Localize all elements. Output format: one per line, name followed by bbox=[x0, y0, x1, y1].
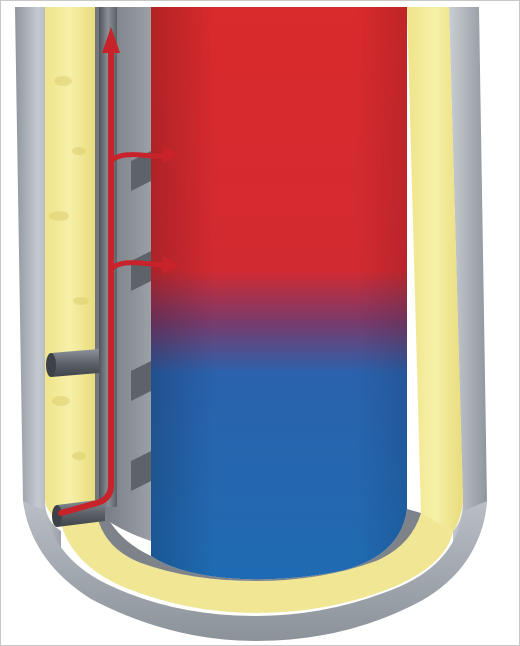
side-inlet-pipe bbox=[51, 349, 99, 377]
insulation-left bbox=[45, 7, 95, 523]
bottom-inlet-opening bbox=[52, 505, 62, 527]
side-inlet-opening bbox=[46, 353, 56, 377]
